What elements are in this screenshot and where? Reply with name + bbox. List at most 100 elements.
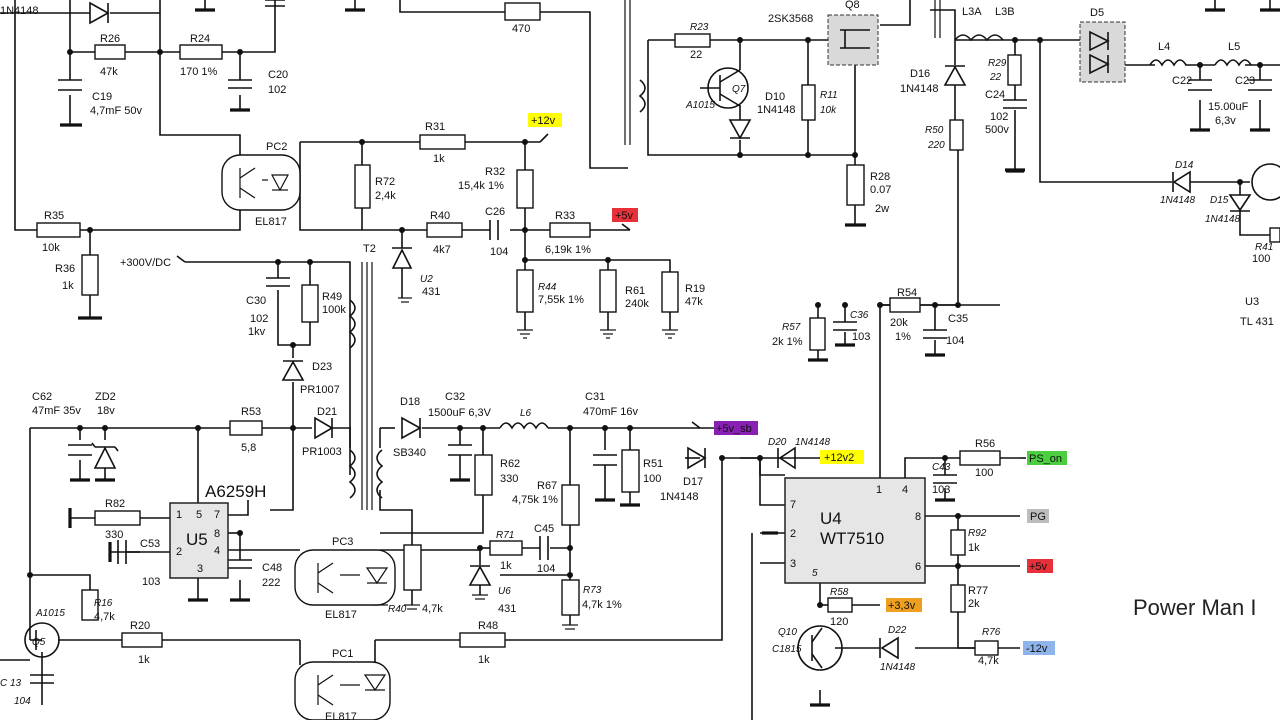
label-r76: R76 [982, 627, 1001, 638]
label-r19-value: 47k [685, 296, 703, 308]
label-zd2: ZD2 [95, 391, 116, 403]
label-r33-value: 6,19k 1% [545, 244, 591, 256]
label-r470: 470 [512, 23, 530, 35]
label-c23: C23 [1235, 75, 1255, 87]
label-c30-value: 102 [250, 313, 268, 325]
label-c26-value: 104 [490, 246, 508, 258]
label-d21: D21 [317, 406, 337, 418]
label-r58-value: 120 [830, 616, 848, 628]
label-c48-value: 222 [262, 577, 280, 589]
label-r67: R67 [537, 480, 557, 492]
resistors [36, 2, 1280, 656]
rail-tag-p12v-text: +12v [531, 115, 556, 127]
u5-pin-1: 1 [176, 509, 182, 521]
label-l3b: L3B [995, 6, 1015, 18]
rail-tag-m12v-bg [1023, 641, 1055, 655]
label-r28-value: 0.07 [870, 184, 891, 196]
label-c36-value: 103 [852, 331, 870, 343]
label-d15-value: 1N4148 [1205, 214, 1240, 225]
label-r71-value: 1k [500, 560, 512, 572]
label-r50: R50 [925, 125, 944, 136]
label-d10-value: 1N4148 [757, 104, 796, 116]
label-d22: D22 [888, 625, 907, 636]
u4-pin-3: 3 [790, 558, 796, 570]
label-d20: D20 [768, 437, 787, 448]
rail-tag-pg-text: PG [1030, 511, 1046, 523]
label-c23-value: 15.00uF [1208, 101, 1249, 113]
label-r82-value: 330 [105, 529, 123, 541]
label-pc1: PC1 [332, 648, 353, 660]
label-r26-value: 47k [100, 66, 118, 78]
u4-pin-4: 4 [902, 484, 908, 496]
ic-labels: A6259H U5 1 5 7 2 8 4 3 U4 WT7510 7 1 4 … [176, 482, 921, 579]
active-components [24, 14, 1280, 720]
rail-tag-p5v-bottom-bg [1027, 559, 1053, 573]
label-d15: D15 [1210, 195, 1229, 206]
label-r24: R24 [190, 33, 210, 45]
label-u6-value: 431 [498, 603, 516, 615]
label-d23: D23 [312, 361, 332, 373]
label-d14: D14 [1175, 160, 1194, 171]
rail-tag-pg-bg [1027, 509, 1049, 523]
label-r40-bottom: R40 [388, 604, 407, 615]
label-r28-watt: 2w [875, 203, 889, 215]
label-r72-value: 2,4k [375, 190, 396, 202]
label-c30: C30 [246, 295, 266, 307]
rail-tag-p33v-bg [886, 598, 922, 612]
diodes [89, 1, 1252, 660]
rail-tag-p5v-top: +5v [612, 208, 638, 231]
label-r11-value: 10k [820, 105, 837, 116]
label-u2-value: 431 [422, 286, 440, 298]
label-r77-value: 2k [968, 598, 980, 610]
label-r54: R54 [897, 287, 917, 299]
label-r24-value: 170 1% [180, 66, 218, 78]
label-a1015-bottom: A1015 [35, 608, 65, 619]
label-r62-value: 330 [500, 473, 518, 485]
u4-pin-1: 1 [876, 484, 882, 496]
rail-tag-ps-on: PS_on [1027, 451, 1067, 465]
label-d21-value: PR1003 [302, 446, 342, 458]
label-r49: R49 [322, 291, 342, 303]
label-c45-value: 104 [537, 563, 555, 575]
ic-u4 [784, 477, 926, 584]
label-d23-value: PR1007 [300, 384, 340, 396]
label-d18-value: SB340 [393, 447, 426, 459]
label-d10: D10 [765, 91, 785, 103]
label-r53-value: 5,8 [241, 442, 256, 454]
label-r32-value: 15,4k 1% [458, 180, 504, 192]
u5-pin-5: 5 [196, 509, 202, 521]
label-a1015-top: A1015 [685, 100, 715, 111]
label-c53: C53 [140, 538, 160, 550]
label-c24-volt: 500v [985, 124, 1009, 136]
label-c62: C62 [32, 391, 52, 403]
label-l5: L5 [1228, 41, 1240, 53]
label-r57-value: 2k 1% [772, 336, 803, 348]
label-r20-value: 1k [138, 654, 150, 666]
label-r40-top: R40 [430, 210, 450, 222]
label-pc2: PC2 [266, 141, 287, 153]
rail-tag-p33v: +3,3v [886, 598, 922, 612]
ground-symbols [60, 8, 1280, 707]
label-c32-value: 1500uF 6,3V [428, 407, 492, 419]
label-zd2-value: 18v [97, 405, 115, 417]
u5-pin-8: 8 [214, 528, 220, 540]
label-r76-value: 4,7k [978, 655, 999, 667]
label-c45: C45 [534, 523, 554, 535]
label-c19: C19 [92, 91, 112, 103]
label-r92: R92 [968, 528, 987, 539]
rail-tag-pg: PG [1027, 509, 1049, 523]
rail-tags: +12v +5v +5v_sb +12v2 PS_on PG +5v [120, 113, 1067, 655]
label-c32: C32 [445, 391, 465, 403]
label-q10: Q10 [778, 627, 797, 638]
label-q7: Q7 [732, 84, 746, 95]
rail-tag-ps-on-bg [1027, 451, 1067, 465]
label-r29: R29 [988, 58, 1007, 69]
label-r41: R41 [1255, 242, 1273, 253]
rail-tag-300v: +300V/DC [120, 257, 171, 269]
u5-pin-2: 2 [176, 546, 182, 558]
label-d18: D18 [400, 396, 420, 408]
label-c24-value: 102 [990, 111, 1008, 123]
label-r35: R35 [44, 210, 64, 222]
label-r51-value: 100 [643, 473, 661, 485]
